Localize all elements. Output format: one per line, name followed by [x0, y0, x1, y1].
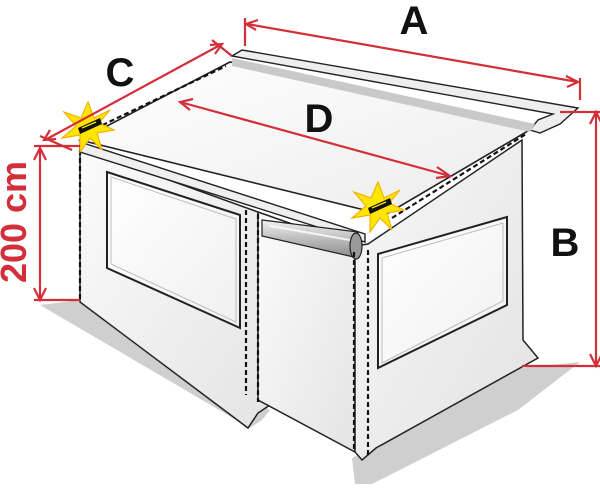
dimension-height-line: [33, 144, 80, 303]
dimension-lines: [33, 18, 600, 369]
dimension-b-line: [522, 109, 600, 369]
side-window-right-inner: [381, 222, 504, 364]
awning-rail: [230, 49, 580, 134]
front-window-left: [106, 170, 241, 330]
light-star-icon: [349, 180, 406, 234]
side-window-right: [377, 215, 508, 370]
label-c: C: [106, 51, 135, 95]
dimension-d-line: [177, 97, 453, 180]
zip-lines: [78, 65, 527, 456]
light-star-icon: [59, 100, 116, 154]
canopy-roller: [261, 219, 363, 260]
label-height: 200 cm: [0, 161, 34, 283]
dimension-a-line: [243, 18, 582, 100]
label-b: B: [551, 221, 580, 265]
label-d: D: [305, 97, 334, 141]
awning-rail-shadow: [232, 58, 535, 132]
ground-shadow-right: [352, 362, 580, 484]
front-window-left-inner: [110, 176, 237, 323]
dimension-c-line: [39, 39, 233, 152]
label-a: A: [400, 0, 429, 43]
